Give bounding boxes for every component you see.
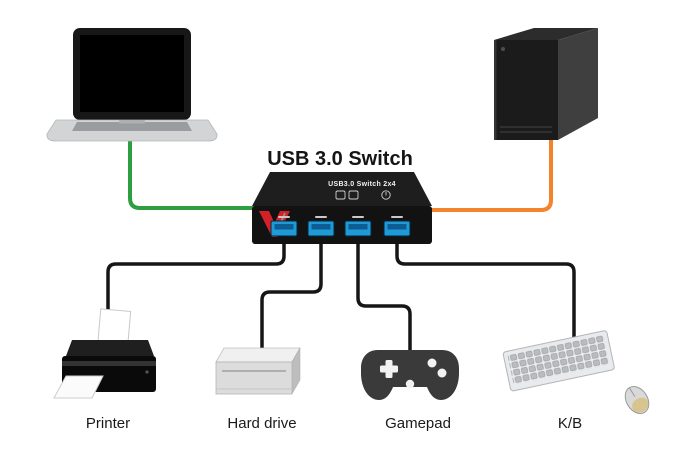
- cable-port1-to-printer: [106, 242, 286, 322]
- switch-ports: [270, 216, 411, 237]
- desktop-pc: [494, 28, 598, 140]
- usb-port-1-tongue: [274, 224, 294, 230]
- gamepad-dpad-icon: [380, 360, 398, 378]
- printer-top-cover: [66, 340, 154, 356]
- usb-port-marking-1: [278, 216, 290, 218]
- port-select-icon-2: [348, 190, 359, 200]
- tower-front-face: [494, 40, 558, 140]
- usb-port-2-tongue: [311, 224, 331, 230]
- tower-vent: [500, 126, 552, 128]
- printer: [53, 308, 156, 399]
- switch-top-label: USB3.0 Switch 2x4: [328, 181, 396, 188]
- tower-front-edge-highlight: [494, 40, 497, 140]
- dpad-vertical: [385, 360, 393, 378]
- gamepad: [361, 350, 459, 400]
- cable-port3-to-gamepad: [356, 242, 412, 350]
- mouse-button-split: [629, 387, 636, 397]
- port-select-icon-1: [335, 190, 346, 200]
- usb-port-marking-2: [315, 216, 327, 218]
- label-keyboard: K/B: [558, 415, 582, 432]
- gamepad-button-b-icon: [437, 368, 447, 378]
- usb-port-marking-3: [352, 216, 364, 218]
- usb-switch: USB3.0 Switch 2x4: [252, 172, 432, 244]
- keyboard-keys: [507, 334, 610, 385]
- switch-top-controls: [335, 190, 391, 200]
- printer-output-paper: [53, 375, 104, 399]
- printer-power-led: [145, 370, 149, 374]
- cable-laptop-to-switch: [128, 136, 255, 210]
- cable-port4-to-keyboard: [395, 242, 576, 342]
- tower-power-button-icon: [501, 47, 505, 51]
- hard-drive-top-face: [215, 347, 301, 363]
- cables: [106, 136, 576, 354]
- label-gamepad: Gamepad: [385, 415, 451, 432]
- tower-vent: [500, 131, 552, 133]
- laptop-keyboard-deck: [72, 122, 192, 131]
- gamepad-button-a-icon: [427, 358, 437, 368]
- label-hard-drive: Hard drive: [227, 415, 296, 432]
- tower-top-face: [494, 28, 598, 40]
- usb-port-4-tongue: [387, 224, 407, 230]
- power-button-icon: [381, 190, 391, 200]
- laptop-touchpad-notch: [119, 120, 145, 124]
- printer-body-highlight: [62, 361, 156, 366]
- usb-port-marking-4: [391, 216, 403, 218]
- laptop-screen: [80, 35, 184, 112]
- diagram-title: USB 3.0 Switch: [267, 148, 413, 170]
- mouse-palm-rest: [632, 397, 649, 413]
- tower-side-face: [558, 28, 598, 140]
- gamepad-center-button-icon: [405, 379, 415, 389]
- hard-drive: [215, 347, 301, 395]
- usb-port-3-tongue: [348, 224, 368, 230]
- cable-pc-to-switch: [429, 136, 553, 212]
- keyboard-mouse: [502, 330, 650, 414]
- switch-top-face: [252, 172, 432, 206]
- cable-port2-to-hard-drive: [260, 242, 323, 354]
- label-printer: Printer: [86, 415, 130, 432]
- laptop: [46, 28, 218, 142]
